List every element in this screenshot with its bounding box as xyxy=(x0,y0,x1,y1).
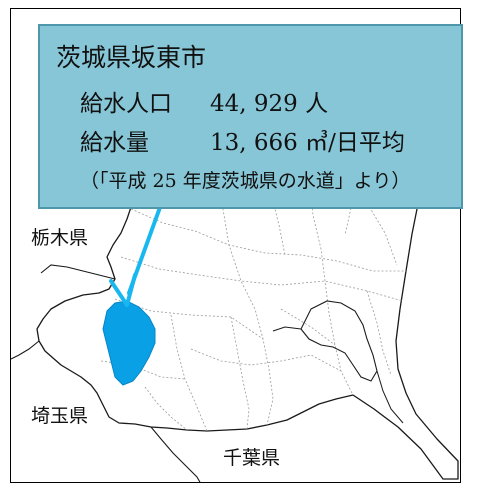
saitama-label: 埼玉県 xyxy=(31,405,89,427)
tochigi-label: 栃木県 xyxy=(31,227,89,249)
map-svg xyxy=(11,120,459,482)
city-title: 茨城県坂東市 xyxy=(56,43,207,72)
tochigi-border xyxy=(40,264,116,280)
pointer-arrow-head xyxy=(109,273,137,307)
info-box: 茨城県坂東市 給水人口 44, 929 人 給水量 13, 666 ㎥/日平均 … xyxy=(38,24,463,209)
bando-city-highlight xyxy=(102,300,156,386)
chiba-coast xyxy=(150,426,201,482)
chiba-label: 千葉県 xyxy=(223,447,281,469)
volume-label: 給水量 xyxy=(80,130,149,156)
population-value: 44, 929 人 xyxy=(210,91,329,117)
source-note: （「平成 25 年度茨城県の水道」より） xyxy=(80,170,411,192)
lake-kasumigaura xyxy=(300,300,378,382)
population-label: 給水人口 xyxy=(80,91,172,117)
river-line xyxy=(272,326,302,332)
saitama-border xyxy=(11,340,40,360)
river-line-2 xyxy=(376,370,404,424)
volume-value: 13, 666 ㎥/日平均 xyxy=(210,130,405,156)
